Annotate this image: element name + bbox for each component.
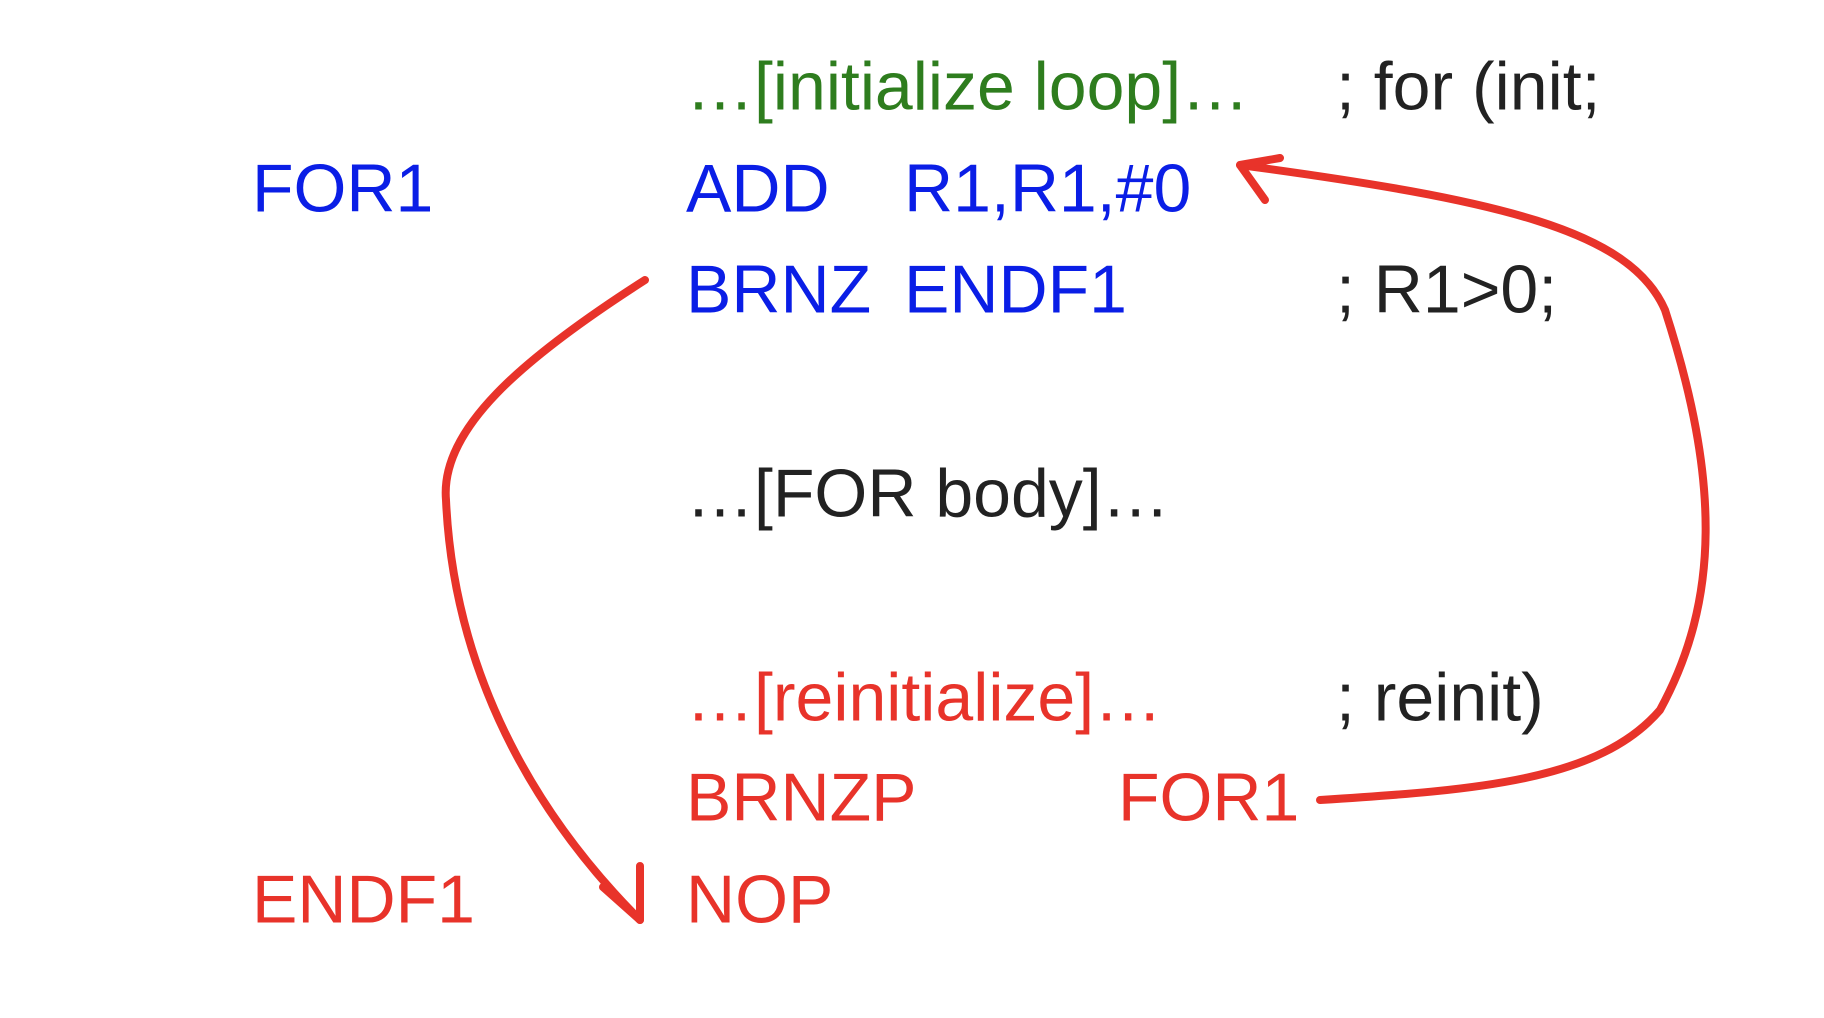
- init-statement: …[initialize loop]…: [686, 48, 1250, 125]
- loop-arrowhead-icon: [1236, 154, 1284, 204]
- brnzp-opcode: BRNZP: [686, 759, 917, 836]
- reinit-statement: …[reinitialize]…: [686, 659, 1163, 736]
- brnz-target: ENDF1: [904, 251, 1127, 328]
- test-comment: ; R1>0;: [1336, 251, 1558, 328]
- brnzp-target: FOR1: [1118, 759, 1300, 836]
- exit-branch-arrow: [441, 276, 649, 924]
- add-operands: R1,R1,#0: [904, 150, 1192, 227]
- add-opcode: ADD: [686, 150, 830, 227]
- exit-arrowhead-icon: [599, 862, 644, 924]
- loop-back-arrow: [1236, 161, 1710, 804]
- nop-opcode: NOP: [686, 861, 834, 938]
- for-body: …[FOR body]…: [686, 455, 1170, 532]
- endf1-label: ENDF1: [252, 861, 475, 938]
- init-comment: ; for (init;: [1336, 48, 1601, 125]
- for1-label: FOR1: [252, 150, 434, 227]
- reinit-comment: ; reinit): [1336, 659, 1544, 736]
- brnz-opcode: BRNZ: [686, 251, 872, 328]
